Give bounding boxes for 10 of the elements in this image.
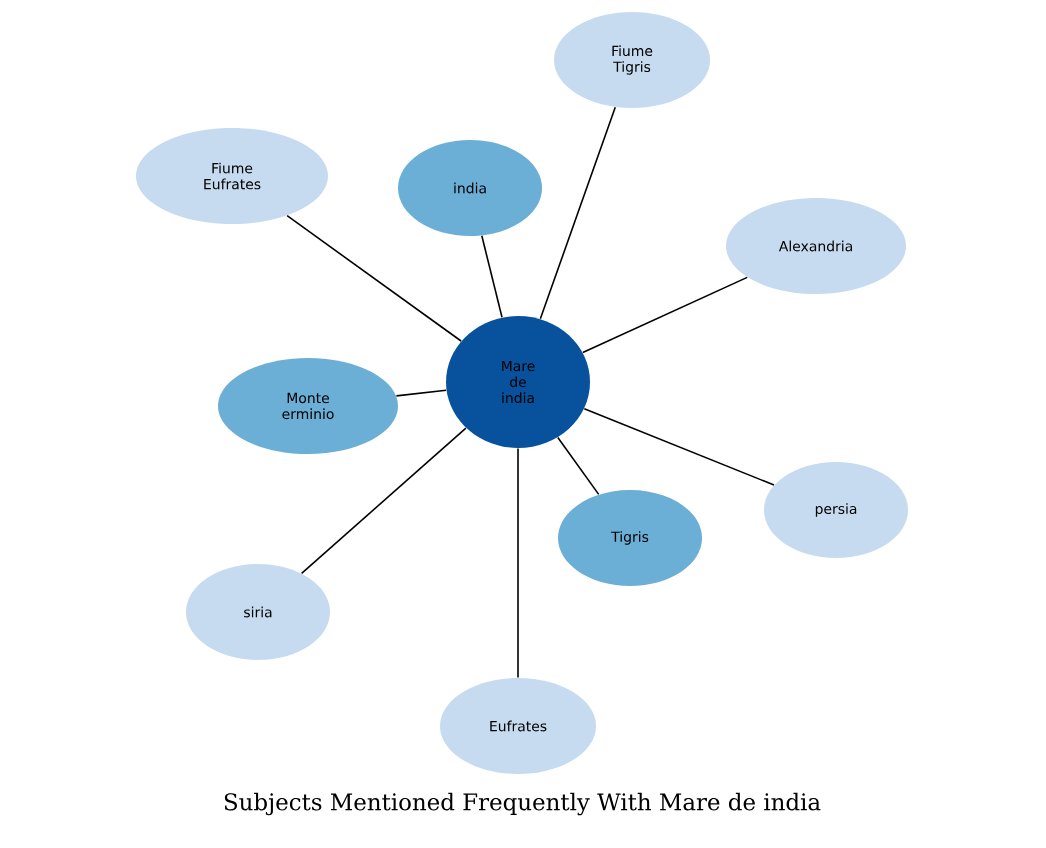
chart-title: Subjects Mentioned Frequently With Mare de india: [224, 792, 821, 816]
connector-line: [557, 436, 600, 496]
connector-line: [300, 427, 467, 575]
connector-line: [286, 214, 462, 342]
connector-line: [481, 234, 503, 319]
connector-line: [517, 447, 519, 679]
connector-line: [582, 276, 748, 354]
connector-line: [395, 389, 447, 397]
connector-line: [583, 407, 775, 486]
connector-line: [539, 106, 617, 320]
